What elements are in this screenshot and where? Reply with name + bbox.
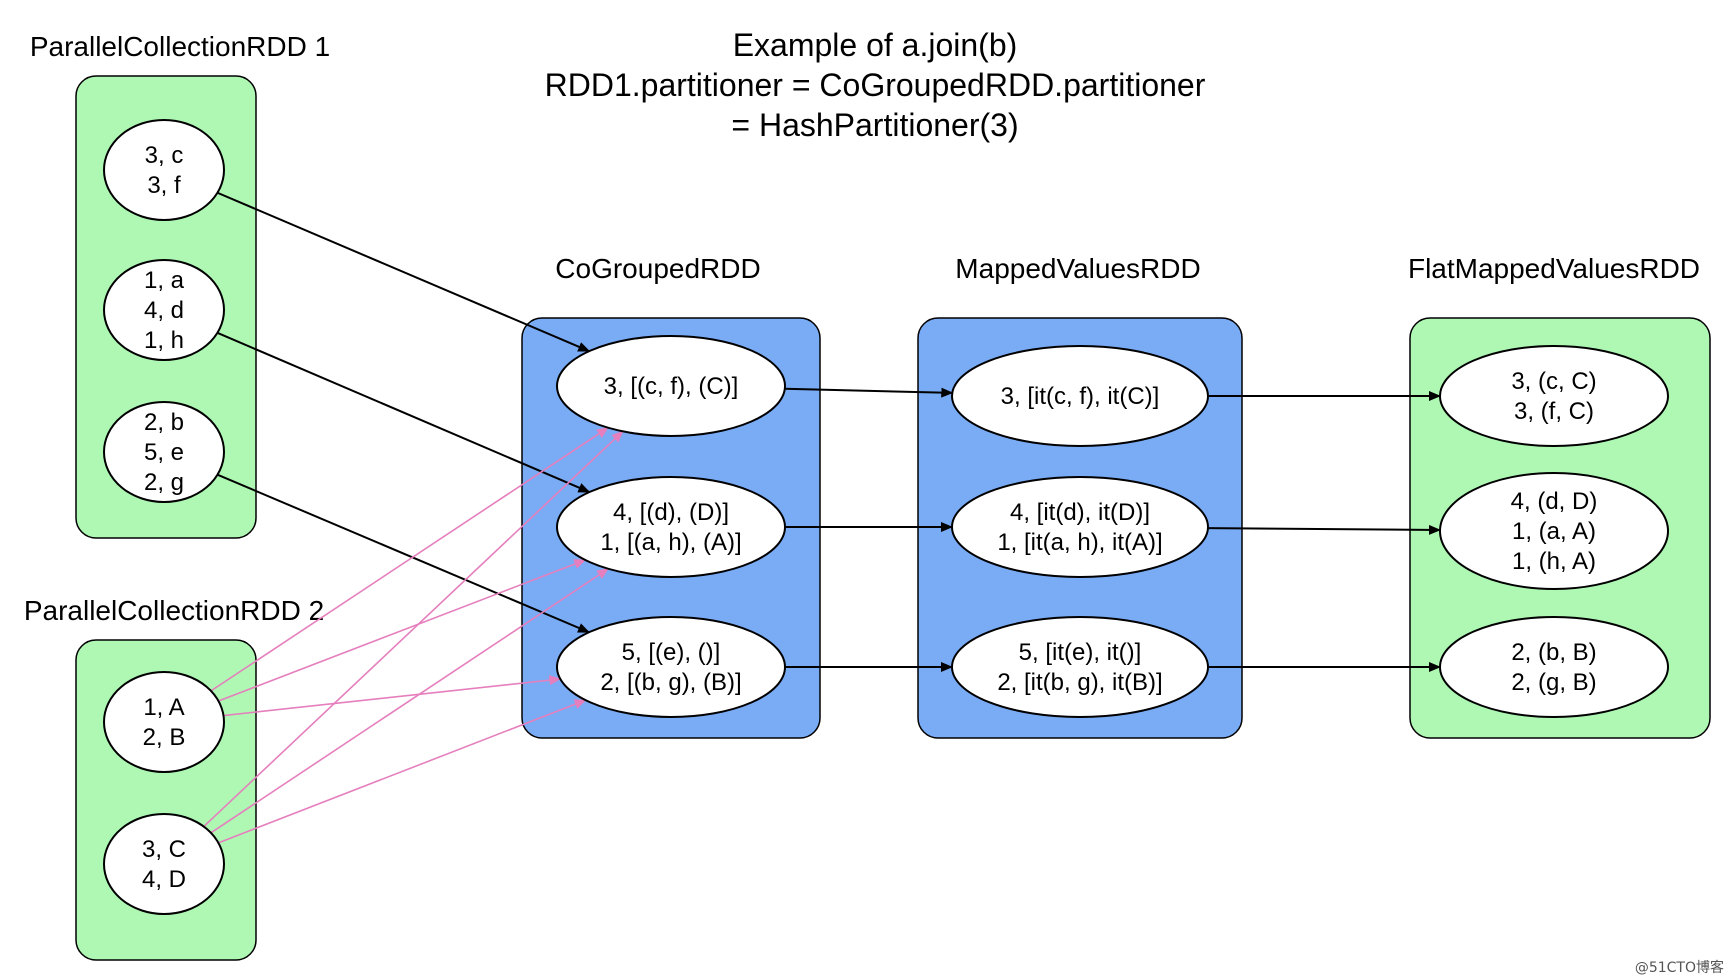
node-line: 5, [(e), ()]	[622, 639, 721, 666]
node-cog_n1: 3, [(c, f), (C)]	[556, 335, 786, 437]
node-ellipse	[103, 401, 225, 503]
title-line-1: Example of a.join(b)	[733, 27, 1018, 63]
node-ellipse	[103, 671, 225, 773]
group-label-pc2: ParallelCollectionRDD 2	[24, 595, 324, 626]
node-line: 1, (a, A)	[1512, 518, 1596, 545]
node-fmv_n1: 3, (c, C) 3, (f, C)	[1439, 345, 1669, 447]
node-ellipse	[103, 813, 225, 915]
edge-pc2_n2-to-cog_n2	[210, 568, 610, 834]
group-label-fmv: FlatMappedValuesRDD	[1408, 253, 1700, 284]
node-ellipse	[556, 616, 786, 718]
node-line: 4, (d, D)	[1511, 488, 1598, 515]
edge-pc2_n1-to-cog_n1	[210, 427, 609, 692]
node-ellipse	[556, 335, 786, 437]
node-line: 4, D	[142, 866, 186, 893]
node-line: 2, g	[144, 469, 184, 496]
group-label-pc1: ParallelCollectionRDD 1	[30, 31, 330, 62]
node-line: 3, (f, C)	[1514, 398, 1594, 425]
node-ellipse	[951, 345, 1209, 447]
edge-pc2_n1-to-cog_n2	[218, 559, 587, 702]
node-line: 4, d	[144, 297, 184, 324]
node-line: 5, [it(e), it()]	[1019, 639, 1142, 666]
node-ellipse	[1439, 472, 1669, 590]
node-line: 3, c	[145, 142, 184, 169]
node-line: 3, (c, C)	[1511, 368, 1596, 395]
node-line: 3, [(c, f), (C)]	[604, 373, 739, 400]
node-line: 1, a	[144, 267, 185, 294]
node-cog_n2: 4, [(d), (D)] 1, [(a, h), (A)]	[556, 476, 786, 578]
node-ellipse	[103, 119, 225, 221]
node-ellipse	[1439, 345, 1669, 447]
edge-pc2_n2-to-cog_n1	[203, 430, 624, 828]
edge-layer	[203, 191, 1442, 844]
node-mv_n2: 4, [it(d), it(D)] 1, [it(a, h), it(A)]	[951, 476, 1209, 578]
node-pc2_n1: 1, A 2, B	[103, 671, 225, 773]
watermark-text: @51CTO博客	[1635, 959, 1724, 976]
node-line: 2, (b, B)	[1511, 639, 1596, 666]
node-line: 1, h	[144, 327, 184, 354]
node-ellipse	[1439, 616, 1669, 718]
edge-pc1_n3-to-cog_n3	[217, 473, 590, 634]
node-line: 1, [(a, h), (A)]	[600, 529, 741, 556]
group-label-cog: CoGroupedRDD	[555, 253, 760, 284]
node-line: 2, (g, B)	[1511, 669, 1596, 696]
node-cog_n3: 5, [(e), ()] 2, [(b, g), (B)]	[556, 616, 786, 718]
title-line-2: RDD1.partitioner = CoGroupedRDD.partitio…	[545, 67, 1206, 103]
edge-pc1_n1-to-cog_n1	[217, 191, 591, 353]
node-mv_n3: 5, [it(e), it()] 2, [it(b, g), it(B)]	[951, 616, 1209, 718]
group-label-mv: MappedValuesRDD	[955, 253, 1200, 284]
node-line: 1, (h, A)	[1512, 548, 1596, 575]
node-line: 1, A	[143, 694, 184, 721]
edge-pc1_n2-to-cog_n2	[216, 331, 591, 493]
node-line: 2, [it(b, g), it(B)]	[997, 669, 1162, 696]
edge-pc2_n1-to-cog_n3	[223, 675, 562, 717]
node-ellipse	[556, 476, 786, 578]
node-line: 4, [it(d), it(D)]	[1010, 499, 1150, 526]
node-line: 3, C	[142, 836, 186, 863]
edge-mv_n2-to-fmv_n2	[1207, 524, 1442, 535]
node-line: 5, e	[144, 439, 184, 466]
title-line-3: = HashPartitioner(3)	[731, 107, 1018, 143]
node-pc1_n3: 2, b 5, e 2, g	[103, 401, 225, 503]
node-pc2_n2: 3, C 4, D	[103, 813, 225, 915]
node-line: 3, [it(c, f), it(C)]	[1001, 383, 1160, 410]
node-pc1_n2: 1, a 4, d 1, h	[103, 259, 225, 361]
node-line: 2, b	[144, 409, 184, 436]
node-line: 1, [it(a, h), it(A)]	[997, 529, 1162, 556]
node-ellipse	[951, 476, 1209, 578]
edge-cog_n1-to-mv_n1	[784, 387, 954, 398]
node-mv_n1: 3, [it(c, f), it(C)]	[951, 345, 1209, 447]
node-fmv_n2: 4, (d, D) 1, (a, A) 1, (h, A)	[1439, 472, 1669, 590]
node-line: 4, [(d), (D)]	[613, 499, 729, 526]
edge-pc2_n2-to-cog_n3	[218, 699, 587, 844]
node-line: 2, [(b, g), (B)]	[600, 669, 741, 696]
node-fmv_n3: 2, (b, B) 2, (g, B)	[1439, 616, 1669, 718]
node-line: 3, f	[147, 172, 181, 199]
node-pc1_n1: 3, c 3, f	[103, 119, 225, 221]
node-ellipse	[951, 616, 1209, 718]
node-layer: 3, c 3, f 1, a 4, d 1, h 2, b 5, e 2, g 1, A 2, B…	[103, 119, 1669, 915]
node-line: 2, B	[143, 724, 186, 751]
node-ellipse	[103, 259, 225, 361]
diagram-title: Example of a.join(b) RDD1.partitioner = …	[545, 27, 1206, 143]
